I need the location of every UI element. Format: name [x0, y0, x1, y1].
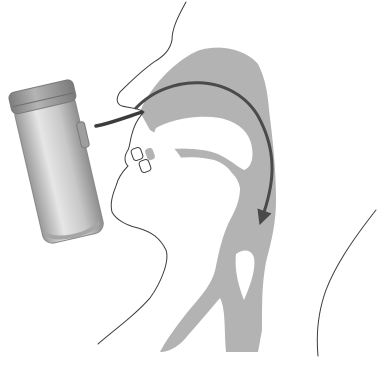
upper-tooth [130, 147, 144, 162]
tongue-cutout [155, 157, 236, 212]
teeth [130, 147, 156, 174]
neck-back-line [317, 210, 376, 356]
inhaler-body [13, 93, 105, 245]
lips-line [98, 112, 167, 344]
lower-tooth [138, 159, 152, 174]
inhaler-icon [8, 78, 142, 245]
upper-airway-shape [140, 48, 276, 352]
airway-region [140, 48, 276, 352]
